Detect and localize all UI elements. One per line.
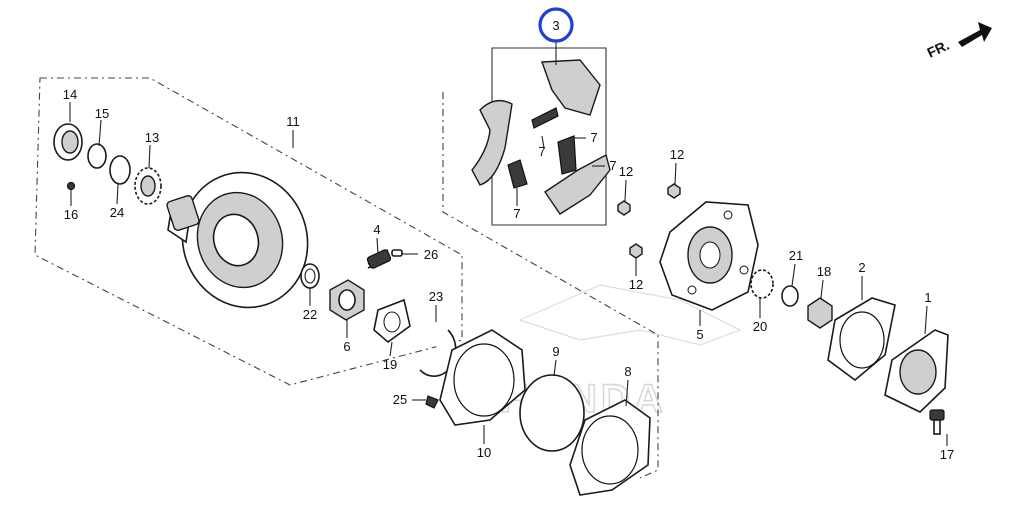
part-4-spring bbox=[366, 249, 392, 269]
part-6-nut bbox=[329, 279, 365, 321]
callout-9[interactable]: 9 bbox=[552, 344, 559, 359]
part-15-ring bbox=[87, 143, 107, 169]
callout-7-b[interactable]: 7 bbox=[590, 130, 597, 145]
part-14-collar bbox=[53, 123, 83, 161]
part-2-gasket bbox=[827, 297, 896, 382]
callout-7-d[interactable]: 7 bbox=[513, 206, 520, 221]
part-13-gear bbox=[134, 167, 162, 205]
part-10-gasket bbox=[439, 329, 526, 426]
callout-16[interactable]: 16 bbox=[64, 207, 78, 222]
callout-14[interactable]: 14 bbox=[63, 87, 77, 102]
callout-26[interactable]: 26 bbox=[424, 247, 438, 262]
callout-12-b[interactable]: 12 bbox=[619, 164, 633, 179]
callout-21[interactable]: 21 bbox=[789, 248, 803, 263]
part-5-drive-plate bbox=[659, 201, 759, 311]
callout-10[interactable]: 10 bbox=[477, 445, 491, 460]
callout-17[interactable]: 17 bbox=[940, 447, 954, 462]
front-arrow-icon bbox=[958, 22, 992, 47]
callout-22[interactable]: 22 bbox=[303, 307, 317, 322]
part-16-bolt bbox=[66, 181, 76, 191]
callout-8[interactable]: 8 bbox=[624, 364, 631, 379]
part-21-ring bbox=[781, 285, 799, 307]
part-26-pin bbox=[391, 249, 403, 257]
leader-lines bbox=[69, 42, 948, 446]
callout-15[interactable]: 15 bbox=[95, 106, 109, 121]
callout-6[interactable]: 6 bbox=[343, 339, 350, 354]
callout-3[interactable]: 3 bbox=[552, 18, 559, 33]
part-24-oring bbox=[109, 155, 131, 185]
part-7-springs bbox=[507, 107, 577, 189]
callout-7-a[interactable]: 7 bbox=[538, 144, 545, 159]
callout-12-a[interactable]: 12 bbox=[670, 147, 684, 162]
callout-4[interactable]: 4 bbox=[373, 222, 380, 237]
callout-11[interactable]: 11 bbox=[286, 114, 300, 129]
part-19-plate bbox=[373, 298, 411, 344]
part-9-oring bbox=[519, 374, 585, 452]
highlight-circle bbox=[538, 7, 574, 43]
part-12-nuts bbox=[617, 183, 681, 259]
part-20-washer bbox=[750, 269, 774, 299]
front-label: FR. bbox=[925, 37, 952, 61]
callout-24[interactable]: 24 bbox=[110, 205, 124, 220]
part-17-bolt bbox=[929, 409, 945, 435]
callout-20[interactable]: 20 bbox=[753, 319, 767, 334]
part-8-gasket bbox=[569, 399, 651, 496]
callout-5[interactable]: 5 bbox=[696, 327, 703, 342]
part-25-clip bbox=[425, 395, 439, 409]
callout-1[interactable]: 1 bbox=[924, 290, 931, 305]
callout-13[interactable]: 13 bbox=[145, 130, 159, 145]
part-22-ring bbox=[300, 263, 320, 289]
callout-23[interactable]: 23 bbox=[429, 289, 443, 304]
callout-25[interactable]: 25 bbox=[393, 392, 407, 407]
callout-numbers: 14 15 13 16 24 11 4 26 22 6 19 23 25 10 … bbox=[63, 18, 954, 462]
callout-18[interactable]: 18 bbox=[817, 264, 831, 279]
part-11-clutch-outer bbox=[166, 171, 309, 309]
part-3-clutch-shoes bbox=[471, 59, 611, 215]
callout-7-c[interactable]: 7 bbox=[609, 158, 616, 173]
callout-12-c[interactable]: 12 bbox=[629, 277, 643, 292]
front-direction-indicator: FR. bbox=[925, 22, 992, 61]
part-1-cover bbox=[884, 329, 949, 413]
callout-19[interactable]: 19 bbox=[383, 357, 397, 372]
callout-2[interactable]: 2 bbox=[858, 260, 865, 275]
part-18-nut bbox=[807, 297, 833, 329]
